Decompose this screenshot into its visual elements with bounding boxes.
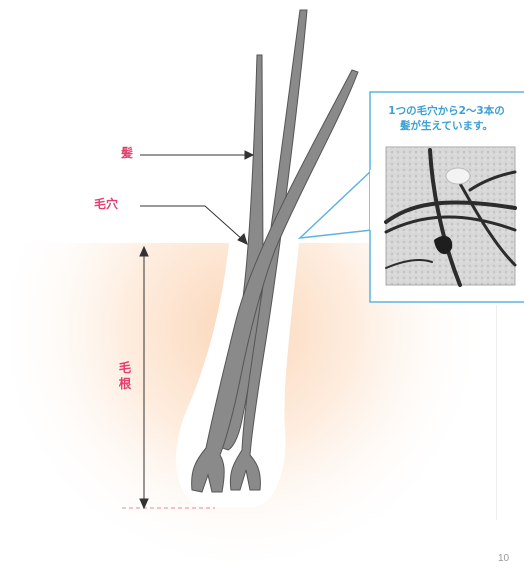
callout-caption: 1つの毛穴から2〜3本の 髪が生えています。 [370, 104, 523, 134]
label-hair: 髪 [121, 147, 133, 159]
label-hair-root: 毛根 [118, 360, 132, 392]
hair-leader-line [140, 151, 253, 159]
page-number: 10 [498, 553, 509, 564]
label-pore: 毛穴 [94, 198, 118, 210]
microscope-photo [386, 147, 515, 285]
pore-leader-line [140, 206, 247, 244]
callout-line-1: 1つの毛穴から2〜3本の [370, 104, 523, 119]
callout-pointer [300, 170, 372, 238]
callout-line-2: 髪が生えています。 [370, 119, 523, 134]
